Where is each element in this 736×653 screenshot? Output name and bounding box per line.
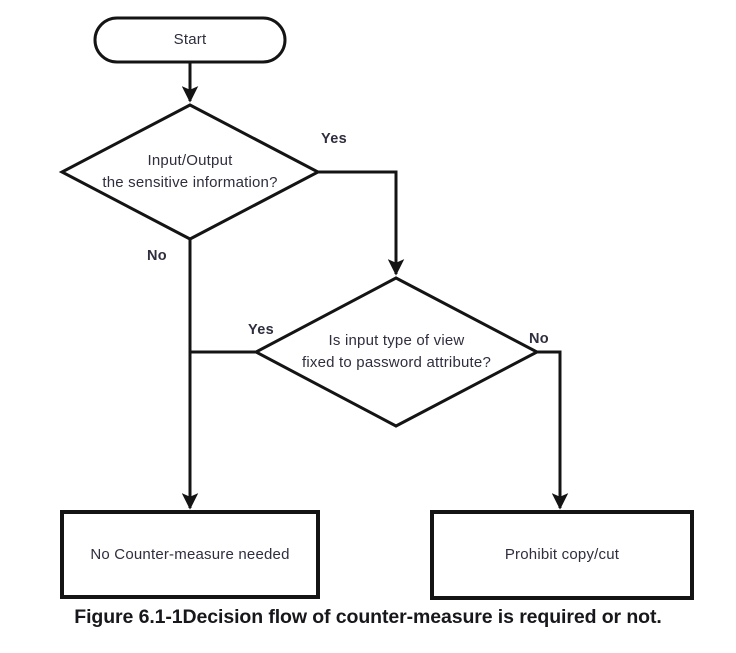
result-left-box-shape	[60, 510, 320, 599]
figure-caption: Figure 6.1-1Decision flow of counter-mea…	[74, 606, 662, 628]
decision2-diamond-shape	[252, 276, 541, 428]
start-node-shape	[93, 16, 287, 64]
decision1-diamond-shape	[58, 103, 322, 241]
result-right-box-shape	[430, 510, 694, 600]
edge-decision1-yes	[318, 170, 405, 276]
edge-decision2-no	[537, 350, 569, 510]
